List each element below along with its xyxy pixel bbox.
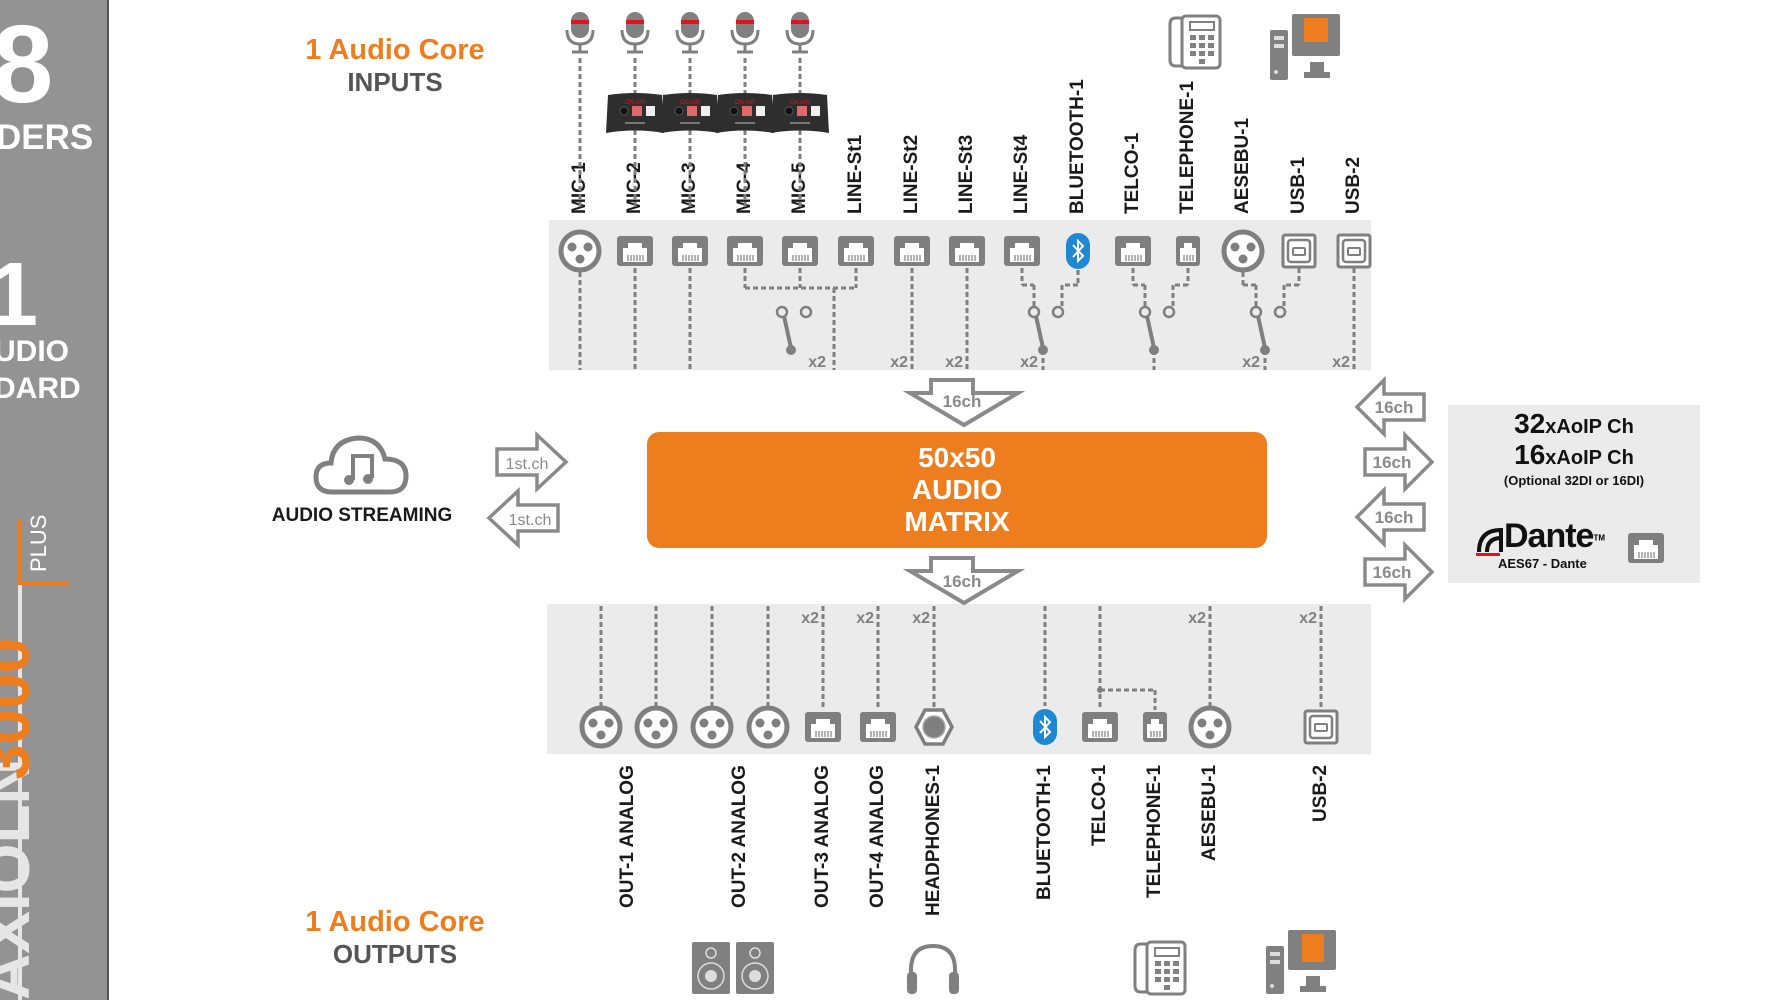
sidebar-number-8: 8 <box>0 10 53 120</box>
microphone-icon <box>675 10 705 54</box>
inputs-header-title: 1 Audio Core <box>305 34 485 66</box>
multiplier-label: x2 <box>1299 610 1317 627</box>
sidebar-number-1: 1 <box>0 250 38 340</box>
telco-1-rj45-connector-icon <box>1081 711 1119 743</box>
talkback-on-air-label: ON AIR <box>625 100 646 106</box>
aoip-optional-note: (Optional 32DI or 16DI) <box>1503 473 1645 488</box>
usb-1-usb-connector-icon <box>1281 233 1317 269</box>
cloud-music-icon <box>313 435 409 495</box>
outputs-header-subtitle: OUTPUTS <box>332 939 458 969</box>
out-4-analog-rj45-connector-icon <box>859 711 897 743</box>
line-st2-rj45-connector-icon <box>893 235 931 267</box>
audio-streaming-label: AUDIO STREAMING <box>271 505 453 526</box>
audio-matrix: 50x50 AUDIO MATRIX <box>647 432 1267 548</box>
telco-1-rj45-connector-icon <box>1114 235 1152 267</box>
line-st4-rj45-connector-icon <box>1003 235 1041 267</box>
multiplier-label: x2 <box>801 610 819 627</box>
multiplier-label: x2 <box>1332 354 1350 371</box>
talkback-unit-icon <box>605 92 665 134</box>
junction-dot <box>1097 687 1103 693</box>
telephone-1-rj11-connector-icon <box>1142 711 1168 743</box>
inputs-header-subtitle: INPUTS <box>347 67 443 97</box>
headphones-icon <box>907 943 959 994</box>
dante-logo: DanteTM AES67 - Dante <box>1476 517 1605 571</box>
dante-sub: AES67 - Dante <box>1498 556 1587 571</box>
out-2-analog-xlr-connector-icon <box>693 708 731 746</box>
matrix-size: 50x50 <box>918 442 996 473</box>
line-st1-rj45-connector-icon <box>837 235 875 267</box>
mic-3-rj45-connector-icon <box>671 235 709 267</box>
microphone-icon <box>730 10 760 54</box>
multiplier-label: x2 <box>1020 354 1038 371</box>
usb-2-usb-connector-icon <box>1303 709 1339 745</box>
mic-1-xlr-connector-icon <box>561 232 599 270</box>
headphones-1-jack-connector-icon <box>914 708 954 746</box>
inputs-header: 1 Audio Core INPUTS <box>270 34 520 98</box>
sidebar-word-faders: DERS <box>0 118 94 157</box>
sidebar-word-audio: UDIO <box>0 335 69 368</box>
microphone-icon <box>565 10 595 54</box>
talkback-on-air-label: ON AIR <box>790 100 811 106</box>
telephone-output-icon <box>1133 940 1187 996</box>
mic-4-rj45-connector-icon <box>726 235 764 267</box>
mic-2-rj45-connector-icon <box>616 235 654 267</box>
talkback-on-air-label: ON AIR <box>680 100 701 106</box>
outputs-header: 1 Audio Core OUTPUTS <box>270 906 520 970</box>
talkback-unit-icon <box>715 92 775 134</box>
selector-switch-icon <box>1249 305 1287 357</box>
matrix-line-matrix: MATRIX <box>904 506 1010 537</box>
bluetooth-1-bluetooth-connector-icon <box>1032 708 1058 746</box>
telephone-input-icon <box>1168 14 1222 70</box>
microphone-icon <box>785 10 815 54</box>
multiplier-label: x2 <box>1242 354 1260 371</box>
usb-2-usb-connector-icon <box>1336 233 1372 269</box>
microphone-icon <box>620 10 650 54</box>
multiplier-label: x2 <box>912 610 930 627</box>
bluetooth-1-bluetooth-connector-icon <box>1065 232 1091 270</box>
mic-5-rj45-connector-icon <box>781 235 819 267</box>
aoip-16-count: 16 <box>1514 439 1546 470</box>
talkback-unit-icon <box>770 92 830 134</box>
outputs-panel <box>547 604 1371 754</box>
out-1-analog-xlr-connector-icon <box>582 708 620 746</box>
aesebu-1-xlr-connector-icon <box>1224 232 1262 270</box>
sidebar: 8 DERS 1 UDIO DARD AXIOLN 3000 PLUS <box>0 0 109 1000</box>
aoip-16-line: 16xAoIP Ch <box>1448 439 1700 473</box>
multiplier-label: x2 <box>945 354 963 371</box>
matrix-line-audio: AUDIO <box>911 474 1003 505</box>
computer-output-icon <box>1266 930 1336 994</box>
aoip-32-line: 32xAoIP Ch <box>1448 408 1700 442</box>
dante-brand: Dante <box>1504 517 1594 555</box>
talkback-on-air-label: ON AIR <box>735 100 756 106</box>
out-2-analog-xlr-connector-icon <box>749 708 787 746</box>
multiplier-label: x2 <box>808 354 826 371</box>
aoip-16-text: xAoIP Ch <box>1545 447 1634 469</box>
telephone-1-rj11-connector-icon <box>1175 235 1201 267</box>
multiplier-label: x2 <box>1188 610 1206 627</box>
line-st3-rj45-connector-icon <box>948 235 986 267</box>
selector-switch-icon <box>1138 305 1176 357</box>
dante-ethernet-port-icon <box>1627 532 1665 564</box>
computer-input-icon <box>1270 14 1340 80</box>
outputs-header-title: 1 Audio Core <box>305 906 485 938</box>
dante-trademark: TM <box>1593 533 1606 543</box>
talkback-unit-icon <box>660 92 720 134</box>
multiplier-label: x2 <box>856 610 874 627</box>
aoip-32-text: xAoIP Ch <box>1545 416 1634 438</box>
out-1-analog-xlr-connector-icon <box>637 708 675 746</box>
dante-logo-mark-icon <box>1476 527 1503 556</box>
aoip-32-count: 32 <box>1514 408 1546 439</box>
speakers-icon <box>692 942 774 994</box>
aesebu-1-xlr-connector-icon <box>1191 708 1229 746</box>
sidebar-word-board: DARD <box>0 372 81 405</box>
audio-streaming: AUDIO STREAMING <box>262 432 462 527</box>
dante-panel: 32xAoIP Ch 16xAoIP Ch (Optional 32DI or … <box>1448 405 1700 583</box>
selector-switch-icon <box>775 305 813 357</box>
multiplier-label: x2 <box>890 354 908 371</box>
out-3-analog-rj45-connector-icon <box>804 711 842 743</box>
selector-switch-icon <box>1027 305 1065 357</box>
